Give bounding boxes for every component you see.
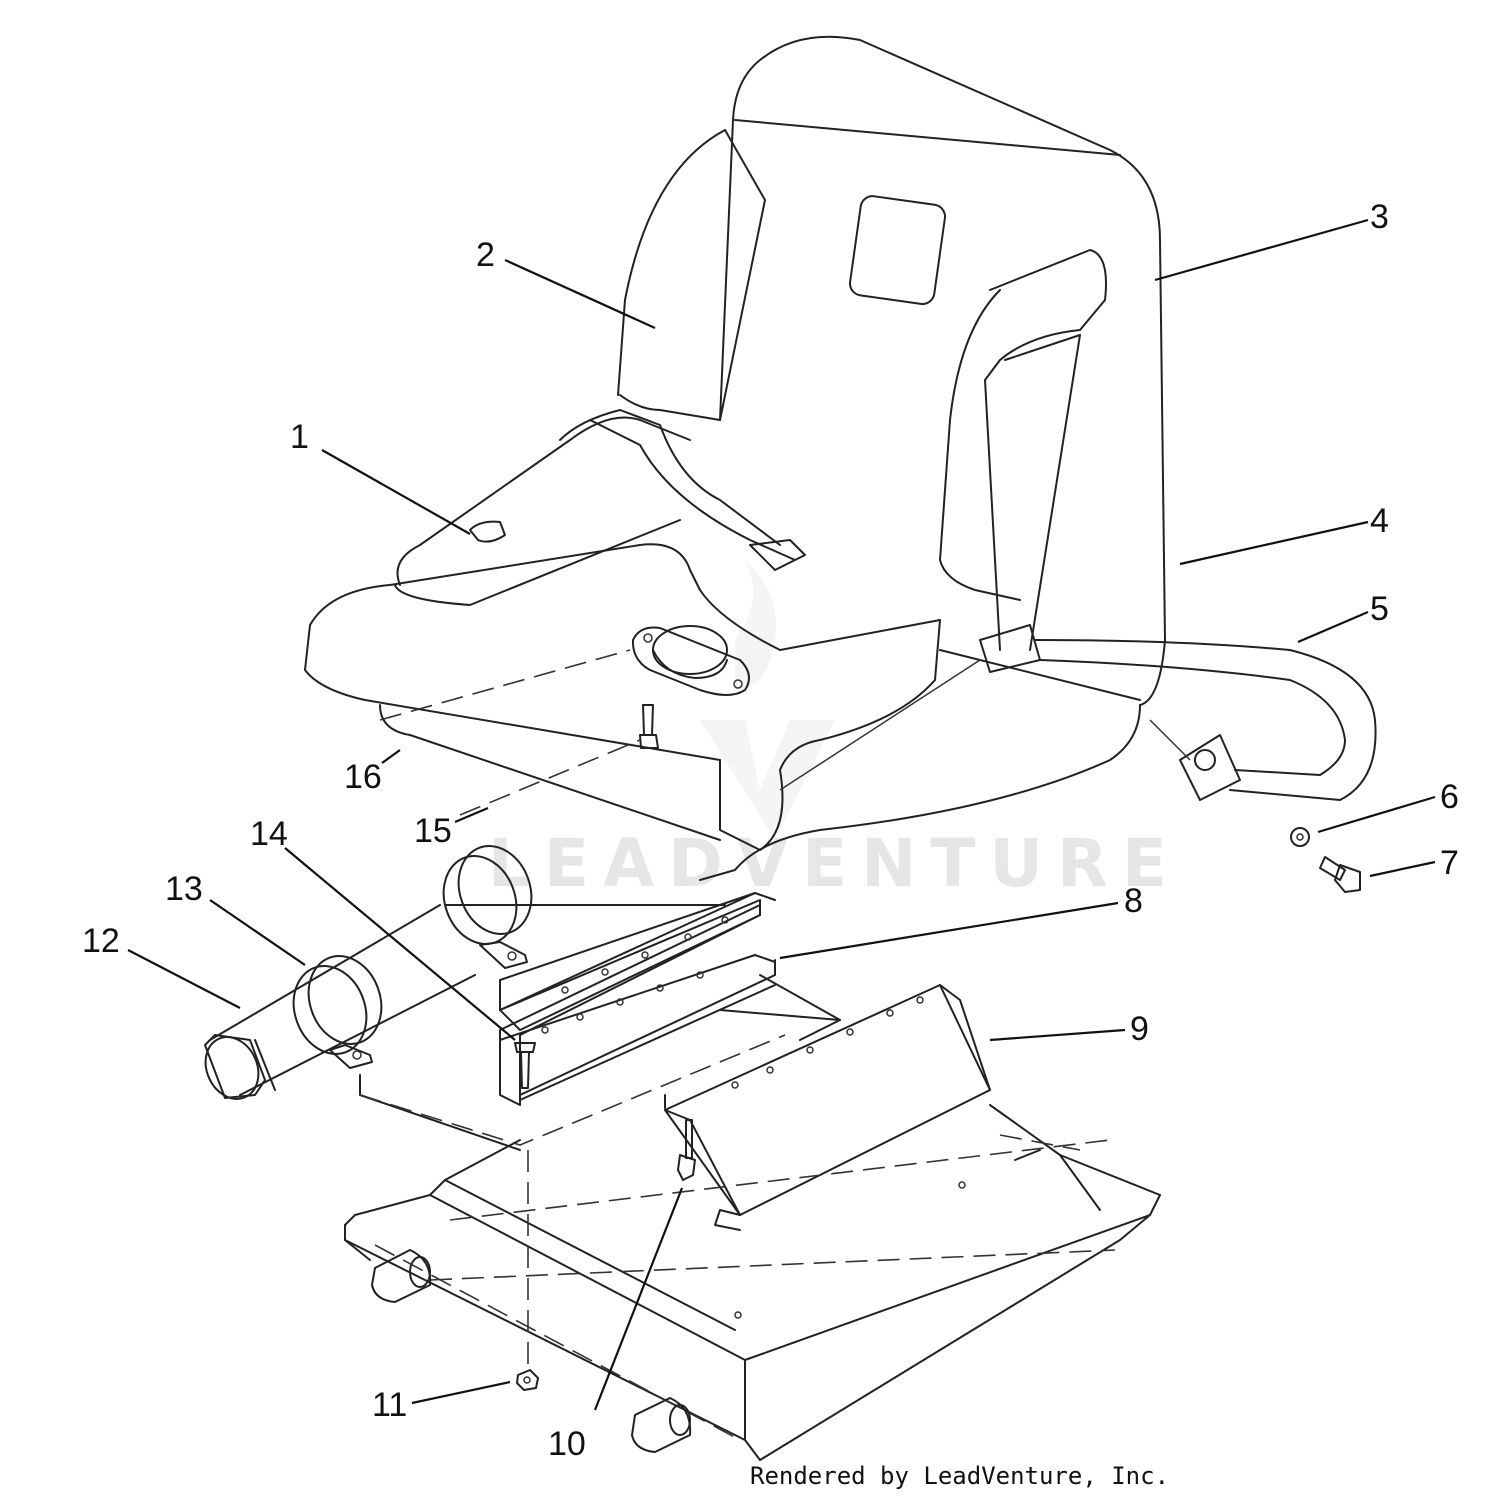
callout-label-8: 8 [1124, 882, 1143, 920]
callout-label-3: 3 [1370, 198, 1389, 236]
callout-16: 16 [344, 749, 401, 796]
callout-10: 10 [548, 1187, 684, 1463]
mount-nut [516, 1369, 539, 1391]
callout-4: 4 [1179, 502, 1389, 566]
mount-bolt [677, 1119, 696, 1181]
callout-label-15: 15 [414, 812, 452, 850]
bolt [1319, 856, 1361, 893]
callout-label-14: 14 [250, 815, 288, 853]
callout-2: 2 [476, 236, 656, 330]
callout-11: 11 [372, 1380, 511, 1424]
assembly-lines [359, 649, 786, 1370]
seat-mount-bracket [664, 984, 991, 1231]
callout-14: 14 [250, 815, 516, 1041]
callout-label-6: 6 [1440, 778, 1459, 816]
switch-screw [639, 704, 659, 749]
tube-clamp [442, 845, 533, 969]
tube-clamp [292, 955, 383, 1069]
seat-base-pan [344, 1104, 1161, 1461]
seat-back-shell [719, 35, 1166, 706]
bracket-holes [731, 996, 924, 1089]
seat-belt [779, 624, 1377, 801]
callout-label-11: 11 [372, 1386, 407, 1424]
watermark-text: LEADVENTURE [488, 825, 1181, 902]
seat-switch [631, 625, 750, 696]
adjust-handle-tube [204, 904, 476, 1100]
callout-12: 12 [82, 922, 241, 1009]
callout-9: 9 [989, 1010, 1149, 1048]
callout-label-16: 16 [344, 758, 382, 796]
credit-text: Rendered by LeadVenture, Inc. [750, 1462, 1169, 1490]
callout-label-1: 1 [290, 418, 309, 456]
callout-8: 8 [779, 882, 1143, 960]
callout-7: 7 [1369, 844, 1459, 882]
callout-label-9: 9 [1130, 1010, 1149, 1048]
washer [1290, 827, 1310, 847]
callout-6: 6 [1317, 778, 1459, 834]
callout-label-2: 2 [476, 236, 495, 274]
callout-label-5: 5 [1370, 590, 1389, 628]
seat-cushion-back-side [617, 129, 766, 421]
rail-holes [541, 916, 729, 1034]
callout-label-4: 4 [1370, 502, 1389, 540]
slide-roller [371, 1249, 432, 1303]
watermark-logo [700, 560, 835, 840]
callout-label-13: 13 [165, 870, 203, 908]
callout-3: 3 [1154, 198, 1389, 282]
seat-slide-rail [359, 892, 841, 1151]
callout-15: 15 [414, 806, 489, 850]
callout-label-7: 7 [1440, 844, 1459, 882]
callout-1: 1 [290, 418, 471, 535]
callout-label-12: 12 [82, 922, 120, 960]
slide-roller [631, 1397, 692, 1453]
callout-5: 5 [1297, 590, 1389, 644]
callout-13: 13 [165, 870, 306, 966]
callout-label-10: 10 [548, 1425, 586, 1463]
seat-cushion-base [304, 409, 1141, 881]
clamp-screw [514, 1042, 536, 1089]
